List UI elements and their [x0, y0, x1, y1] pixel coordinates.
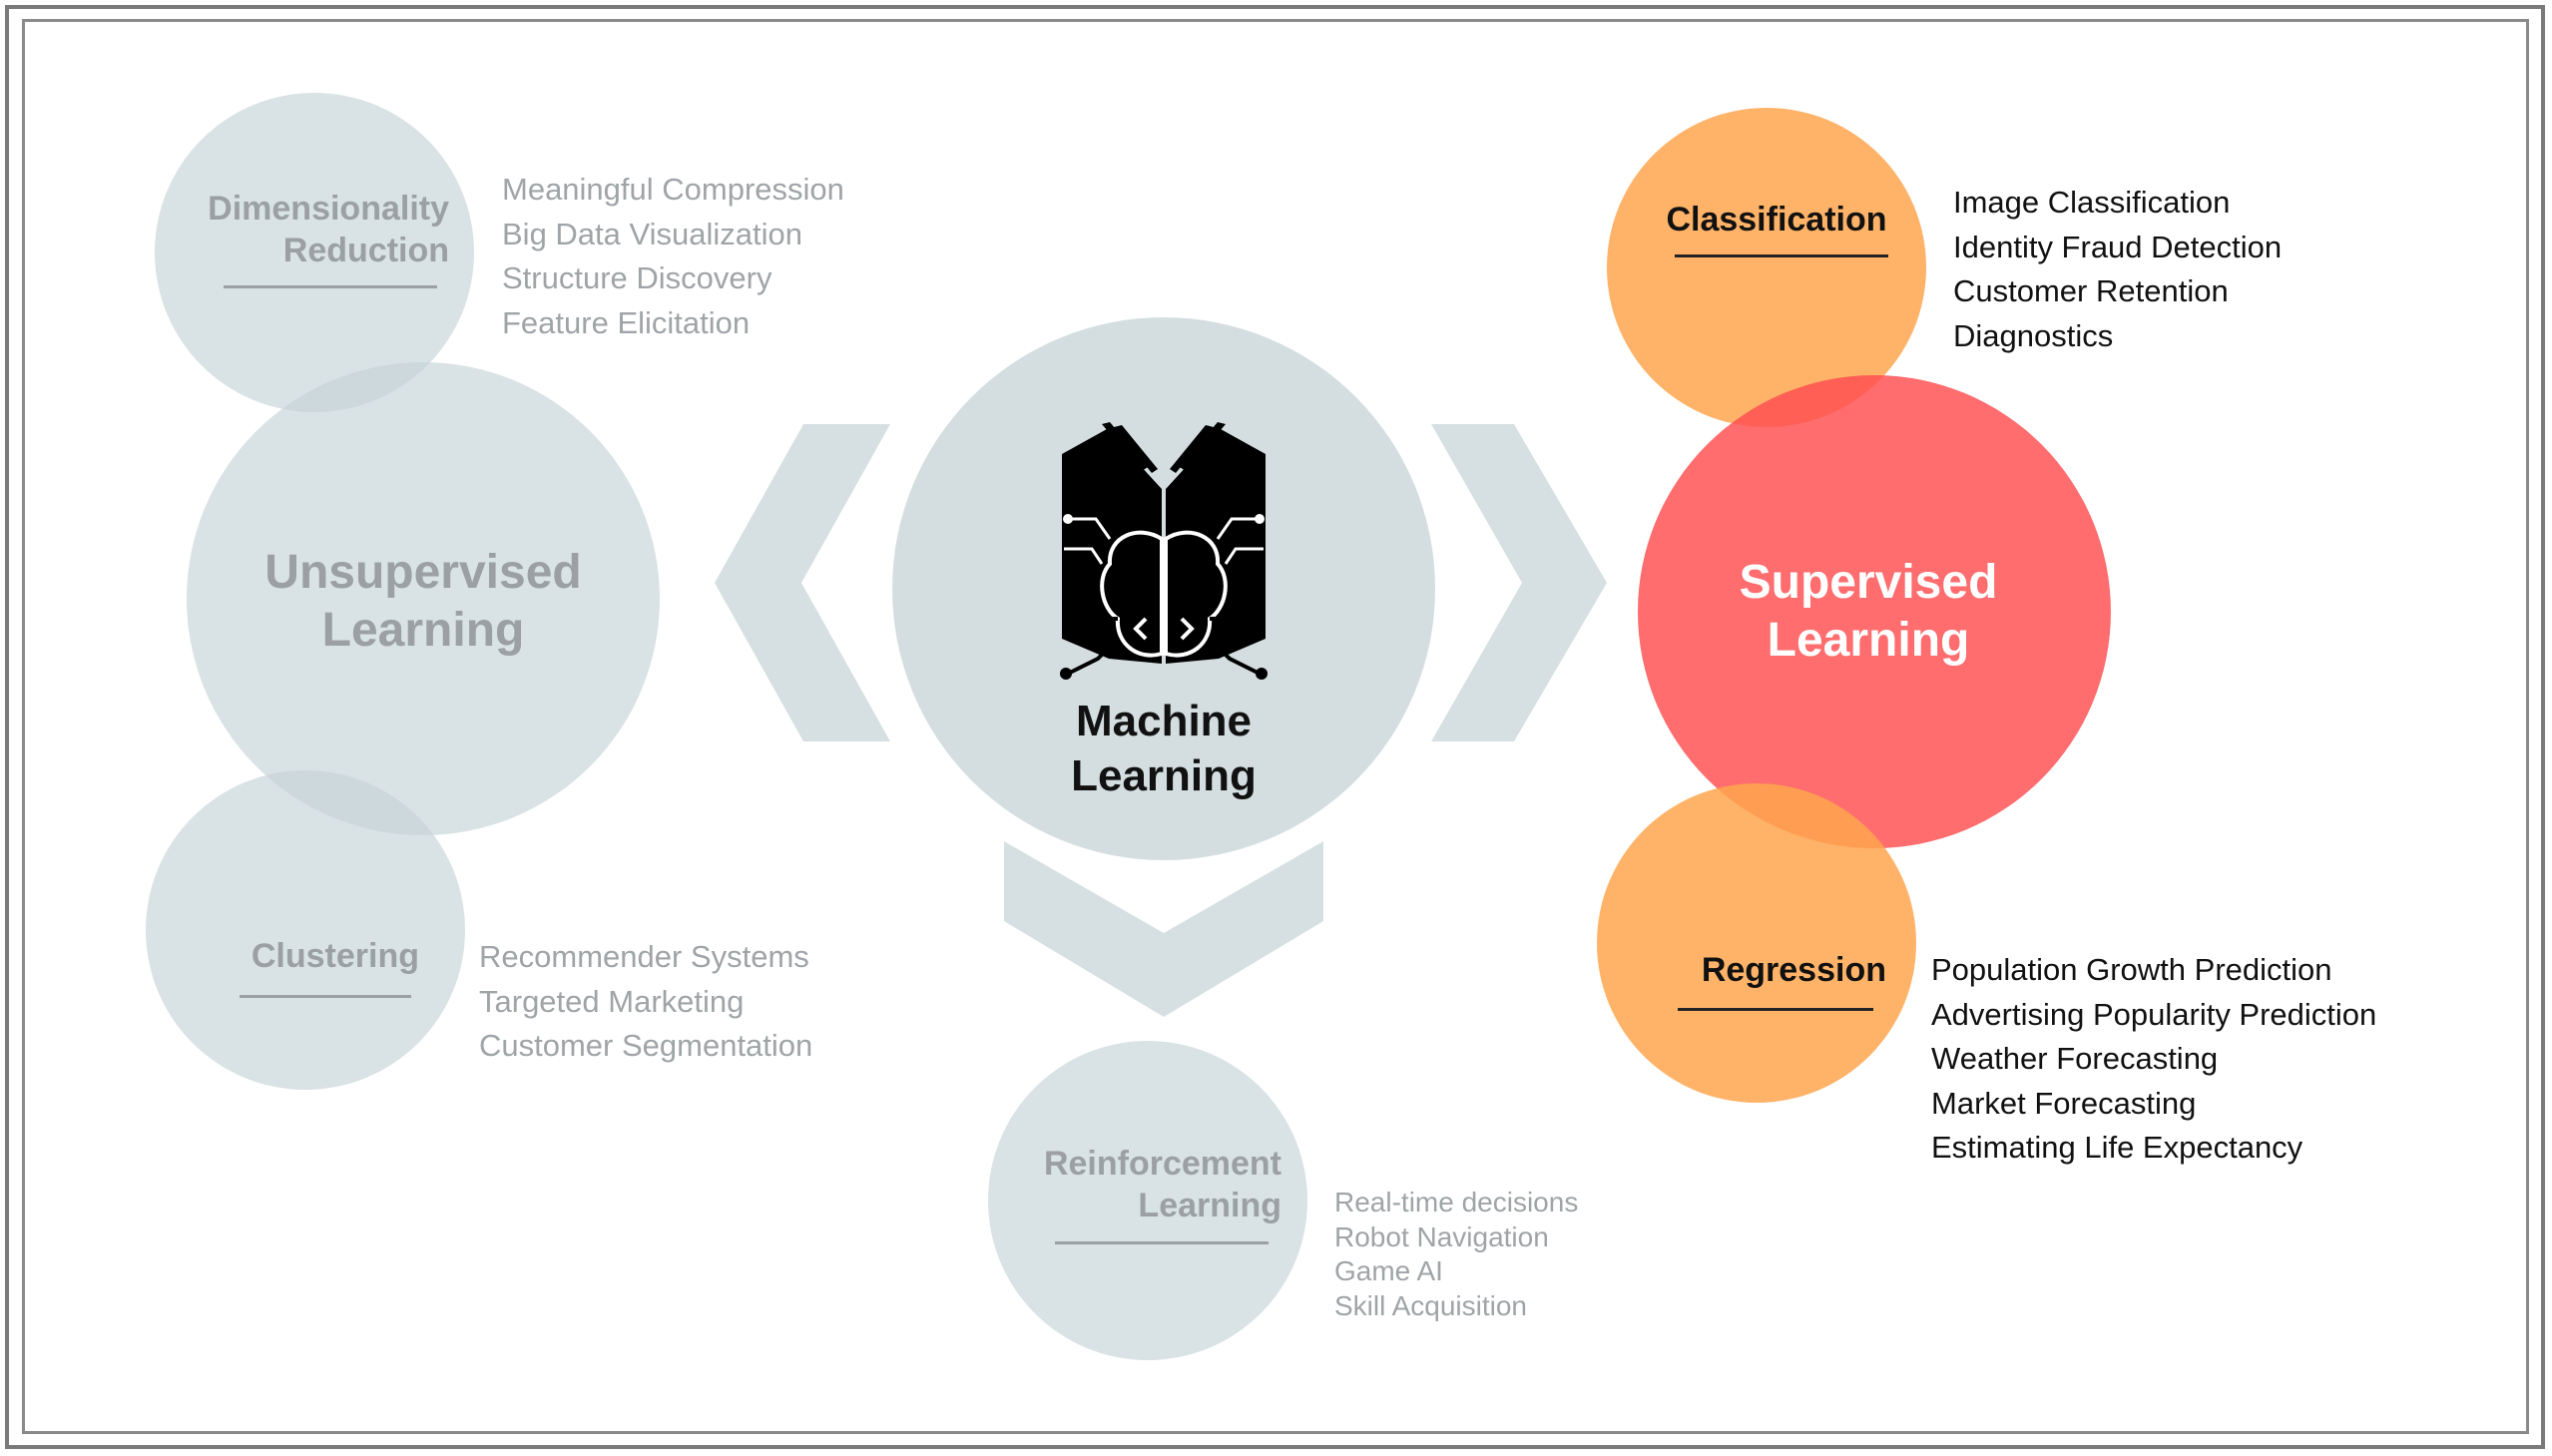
machine-learning-title: Machine Learning [1014, 694, 1313, 803]
list-item: Customer Retention [1953, 273, 2229, 308]
supervised-title-line2: Learning [1767, 614, 1970, 667]
list-item: Estimating Life Expectancy [1931, 1130, 2303, 1165]
supervised-learning-title: Supervised Learning [1669, 554, 2068, 670]
down-chevron [1004, 841, 1323, 1017]
classification-title: Classification [1666, 201, 1887, 239]
list-item: Game AI [1334, 1255, 1443, 1286]
unsupervised-learning-circle [187, 362, 660, 835]
list-item: Weather Forecasting [1931, 1041, 2219, 1076]
list-item: Market Forecasting [1931, 1085, 2197, 1121]
right-chevron [1431, 424, 1607, 741]
list-item: Robot Navigation [1334, 1220, 1549, 1252]
dimensionality-reduction-title: Dimensionality Reduction [200, 188, 449, 271]
machine-title-line2: Learning [1071, 751, 1257, 800]
unsupervised-learning-title: Unsupervised Learning [224, 544, 623, 660]
dimensionality-reduction-circle [155, 93, 474, 412]
regression-items-list: Population Growth Prediction Advertising… [1931, 948, 2376, 1171]
list-item: Feature Elicitation [502, 304, 751, 340]
reinforcement-learning-title: Reinforcement Learning [998, 1143, 1281, 1226]
reinforcement-title-line2: Learning [1138, 1187, 1281, 1224]
dimensionality-underline [224, 285, 437, 288]
list-item: Real-time decisions [1334, 1187, 1579, 1217]
classification-circle [1607, 108, 1926, 427]
list-item: Diagnostics [1953, 317, 2114, 353]
unsupervised-title-line2: Learning [321, 604, 525, 657]
reinforcement-learning-circle [988, 1041, 1307, 1360]
inner-frame [22, 19, 2529, 1434]
reinforcement-underline [1055, 1241, 1269, 1244]
list-item: Population Growth Prediction [1931, 952, 2332, 987]
dimensionality-items-list: Meaningful Compression Big Data Visualiz… [502, 168, 844, 345]
regression-circle [1597, 783, 1916, 1103]
classification-items-list: Image Classification Identity Fraud Dete… [1953, 181, 2282, 358]
list-item: Structure Discovery [502, 260, 772, 295]
machine-title-line1: Machine [1075, 697, 1253, 745]
reinforcement-title-line1: Reinforcement [1043, 1145, 1281, 1183]
supervised-learning-circle [1638, 375, 2111, 848]
list-item: Customer Segmentation [479, 1028, 813, 1063]
list-item: Advertising Popularity Prediction [1931, 996, 2377, 1032]
outer-frame [5, 5, 2545, 1449]
clustering-circle [146, 770, 465, 1090]
list-item: Targeted Marketing [479, 983, 745, 1019]
supervised-title-line1: Supervised [1739, 556, 1998, 609]
dimensionality-title-line1: Dimensionality [208, 190, 449, 228]
list-item: Skill Acquisition [1334, 1289, 1527, 1321]
classification-underline [1675, 254, 1888, 257]
list-item: Recommender Systems [479, 939, 809, 974]
list-item: Identity Fraud Detection [1953, 229, 2283, 264]
reinforcement-items-list: Real-time decisions Robot Navigation Gam… [1334, 1186, 1578, 1323]
clustering-items-list: Recommender Systems Targeted Marketing C… [479, 935, 812, 1069]
regression-title: Regression [1701, 951, 1886, 989]
list-item: Image Classification [1953, 185, 2231, 220]
list-item: Big Data Visualization [502, 216, 802, 251]
unsupervised-title-line1: Unsupervised [264, 546, 582, 599]
regression-underline [1678, 1008, 1873, 1011]
dimensionality-title-line2: Reduction [282, 232, 449, 269]
left-chevron [715, 424, 890, 741]
clustering-underline [240, 995, 411, 998]
clustering-title: Clustering [251, 937, 419, 975]
book-brain-circuit-icon [1060, 422, 1268, 680]
list-item: Meaningful Compression [502, 172, 844, 207]
